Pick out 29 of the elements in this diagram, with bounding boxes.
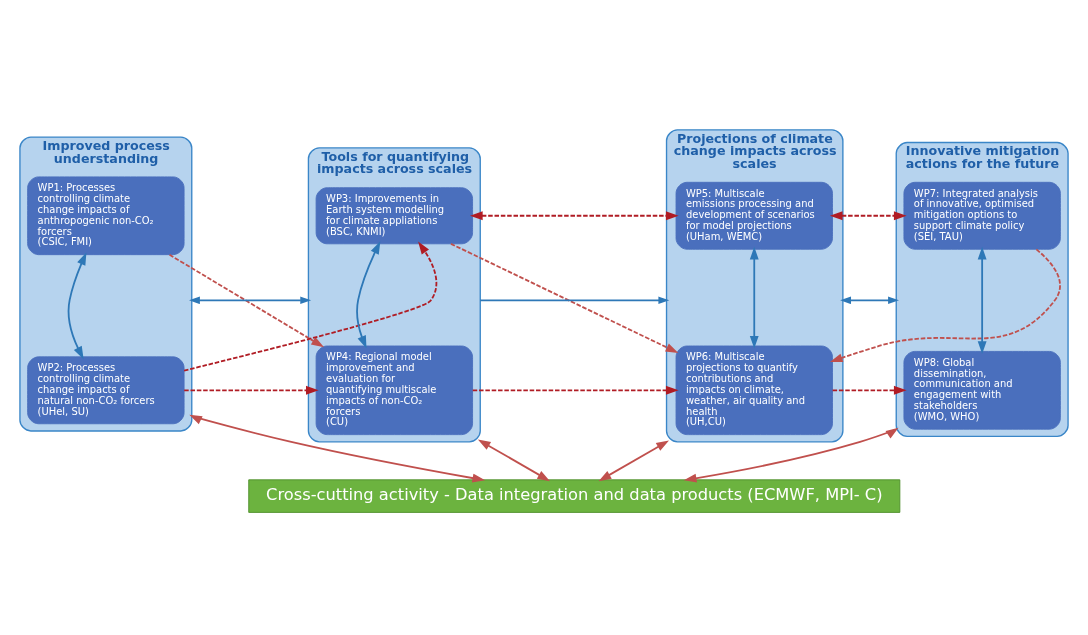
arrow — [977, 246, 987, 354]
node-box: WP2: Processes controlling climate change impacts of natural non-CO₂ forcers (UHel, SU) — [27, 356, 185, 425]
arrow — [471, 385, 679, 395]
node-box: WP3: Improvements in Earth system modelling for climate appliations (BSC, KNMI) — [315, 187, 473, 245]
arrow — [598, 440, 669, 482]
arrow — [829, 211, 907, 221]
node-box: WP4: Regional model improvement and evaluation for quantifying multiscale impacts of non-CO₂ forcers (CU) — [315, 345, 473, 436]
arrow — [469, 211, 679, 221]
node-box: WP1: Processes controlling climate change impacts of anthropogenic non-CO₂ forcers (CSIC, FMI) — [27, 176, 185, 256]
arrow — [168, 253, 325, 348]
node-box: WP5: Multiscale emissions processing and development of scenarios for model projections (UHam, WEMC) — [675, 181, 833, 250]
arrow — [183, 241, 438, 372]
arrow — [189, 296, 312, 305]
arrow — [829, 248, 1061, 363]
arrow — [683, 427, 899, 483]
arrow — [831, 385, 907, 395]
arrow — [749, 246, 759, 349]
arrow — [450, 242, 679, 353]
arrow — [840, 296, 899, 305]
arrow — [183, 385, 319, 395]
node-box: WP8: Global dissemination, communication and engagement with stakeholders (WMO, WHO) — [903, 350, 1061, 430]
node-box: WP7: Integrated analysis of innovative, optimised mitigation options to support climate policy (SEI, TAU) — [903, 181, 1061, 250]
arrow — [479, 296, 670, 305]
arrow — [189, 414, 486, 483]
arrow — [67, 252, 87, 360]
arrow — [477, 439, 550, 482]
arrow — [356, 241, 381, 349]
node-box: WP6: Multiscale projections to quantify contributions and impacts on climate, weather, air quality and health (UH,CU) — [675, 345, 833, 436]
node-box: Cross-cutting activity - Data integration and data products (ECMWF, MPI- C) — [248, 479, 901, 513]
